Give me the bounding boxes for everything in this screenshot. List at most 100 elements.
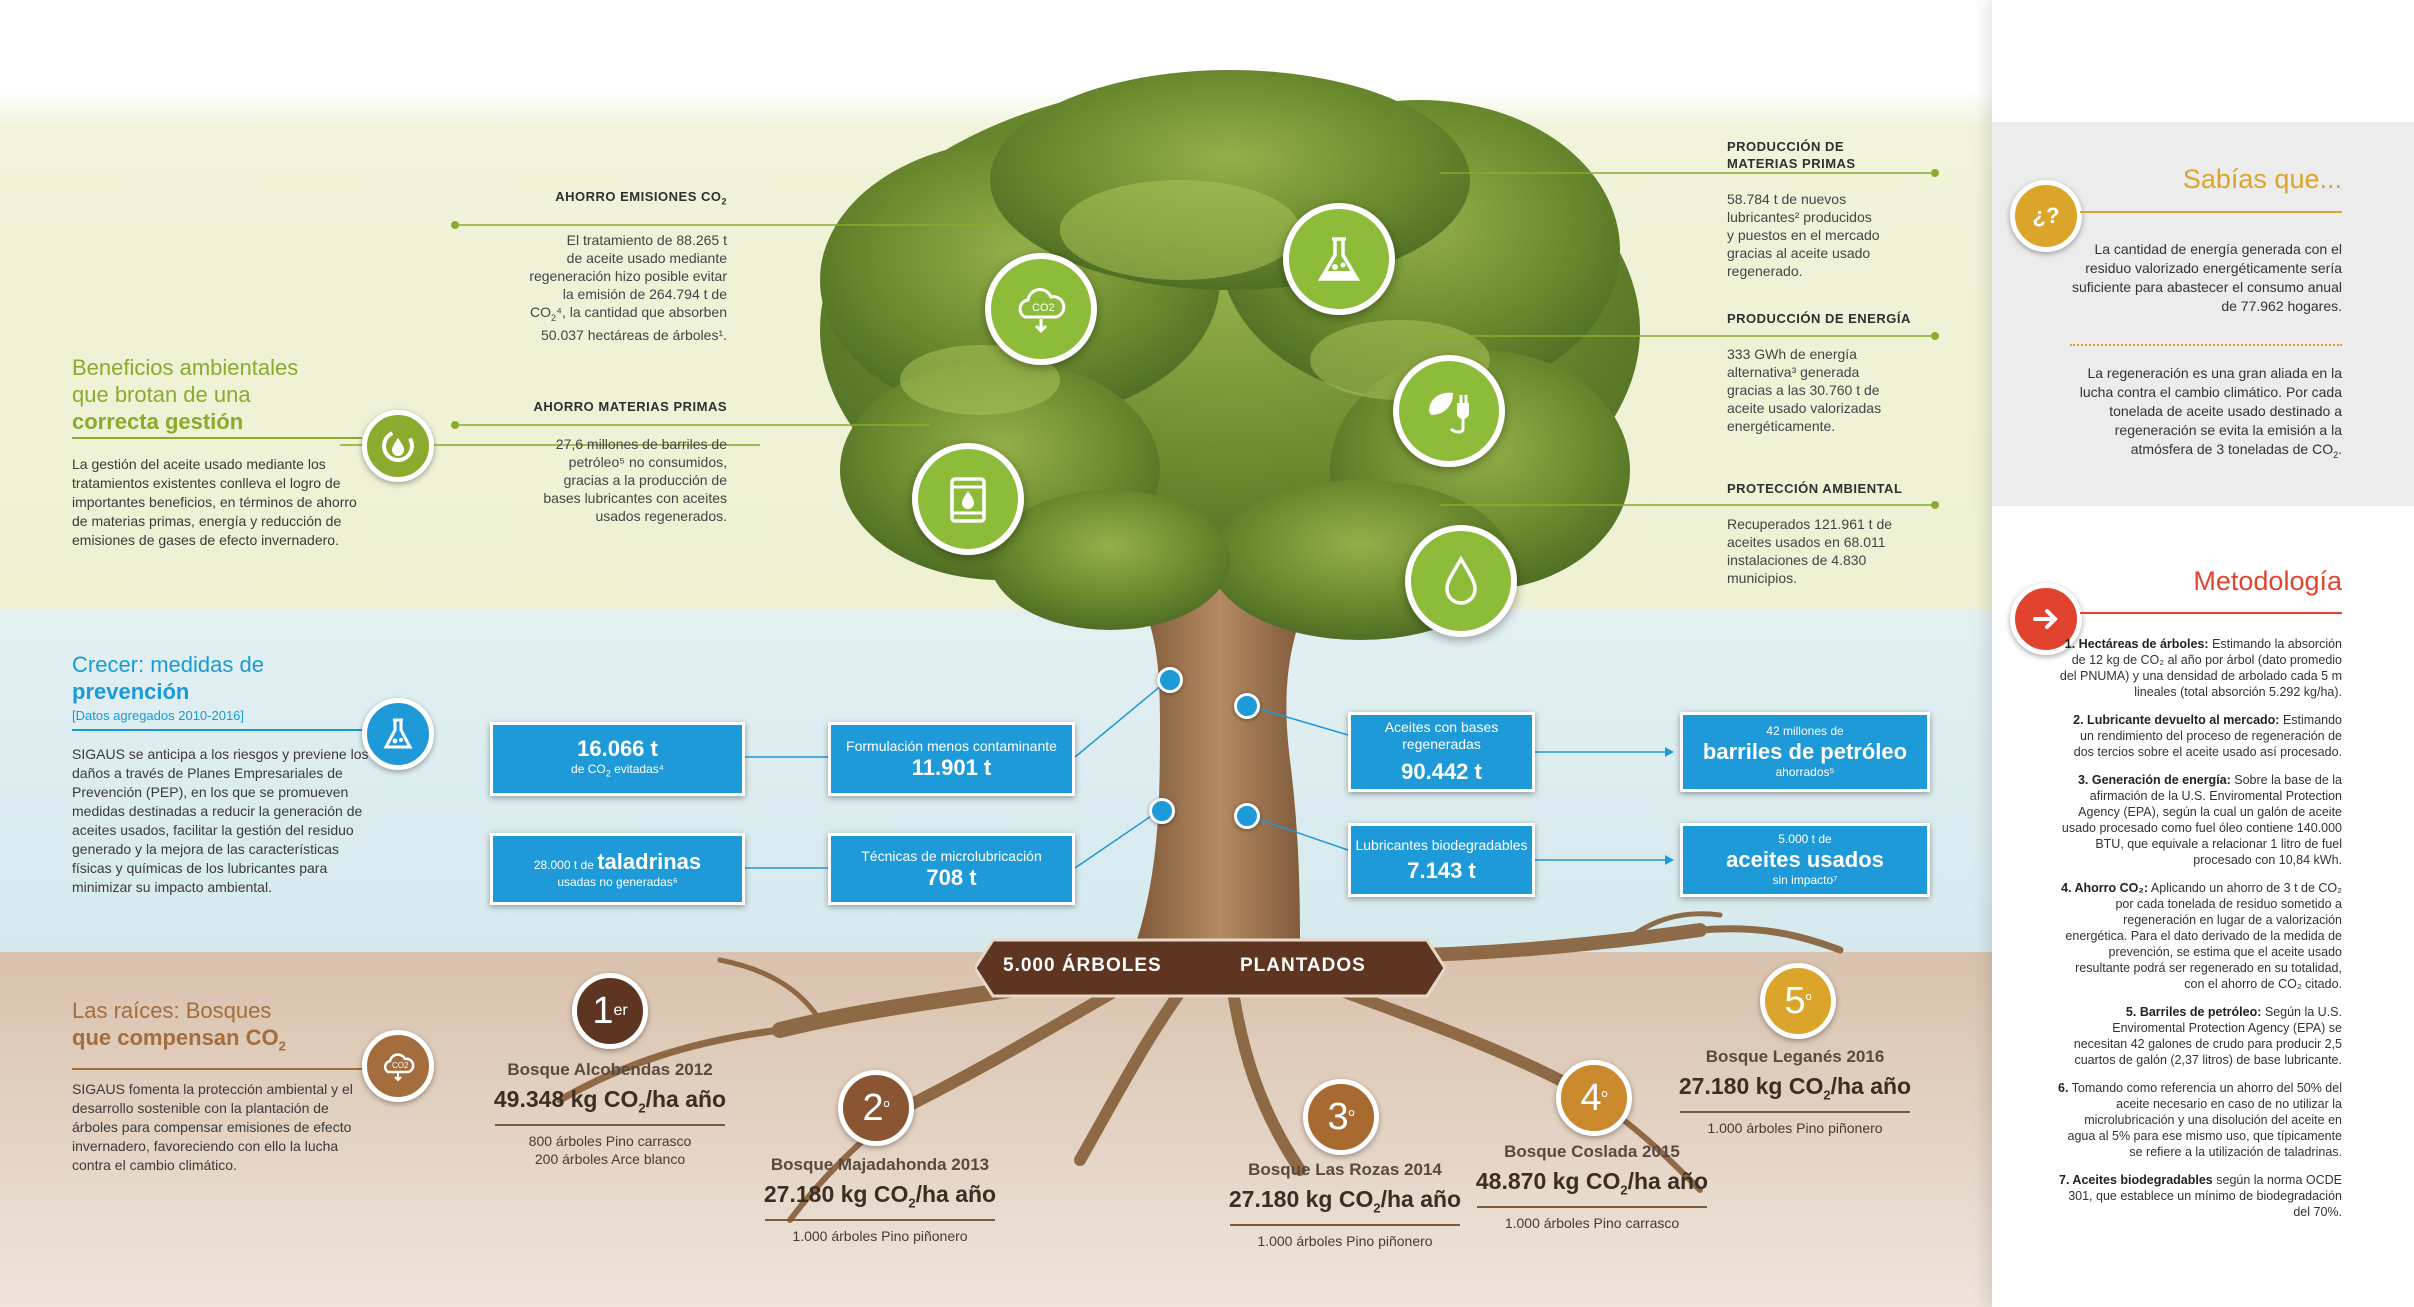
metodologia-item-text: Según la U.S. Enviromental Protection Ag…: [2073, 1005, 2342, 1067]
tecnicas-value: 708 t: [926, 864, 977, 890]
co2-evitadas-caption-a: de CO: [571, 762, 606, 777]
leaf-plug-icon: [1393, 355, 1505, 467]
ahorro-emisiones-header-sub: 2: [721, 196, 727, 207]
produccion-materias-line5: regenerado.: [1727, 263, 1803, 279]
forest-name: Bosque Alcobendas 2012: [507, 1060, 713, 1079]
forest-leganes: Bosque Leganés 2016 27.180 kg CO2/ha año…: [1650, 1047, 1940, 1137]
ahorro-emisiones-line5b: ⁴, la cantidad que absorben: [555, 303, 727, 320]
barriles-box: 42 millones de barriles de petróleo ahor…: [1680, 712, 1930, 792]
metodologia-item: 2. Lubricante devuelto al mercado: Estim…: [2058, 712, 2342, 760]
metodologia-item-head: 3. Generación de energía:: [2077, 773, 2231, 787]
metodologia-item-text: Estimando un rendimiento del proceso de …: [2073, 713, 2342, 759]
beneficios-body: La gestión del aceite usado mediante los…: [72, 456, 357, 548]
forest-badge-sup: º: [1601, 1089, 1608, 1106]
crecer-title-line1: Crecer: medidas de: [72, 652, 264, 677]
forest-divider: [1680, 1110, 1910, 1113]
forest-value-end: /ha año: [1830, 1073, 1912, 1099]
metodologia-item-text: Aplicando un ahorro de 3 t de CO₂ por ca…: [2065, 881, 2342, 991]
produccion-energia-header: PRODUCCIÓN DE ENERGÍA: [1727, 311, 1911, 326]
produccion-energia-line2: alternativa³ generada: [1727, 364, 1860, 380]
beneficios-title: Beneficios ambientales que brotan de una…: [72, 354, 372, 435]
ahorro-emisiones-line1: El tratamiento de 88.265 t: [566, 231, 727, 248]
forest-value-sub: 2: [1823, 1087, 1831, 1103]
raices-title-line2: que compensan CO: [72, 1025, 279, 1050]
flask-icon: [1283, 203, 1395, 315]
forest-badge-number: 4: [1580, 1076, 1602, 1119]
aceites-bases-label: Aceites con bases regeneradas: [1384, 719, 1499, 752]
arboles-banner: [975, 938, 1445, 998]
formulacion-label: Formulación menos contaminante: [846, 737, 1057, 754]
formulacion-value: 11.901 t: [911, 754, 992, 780]
taladrinas-big: taladrinas: [597, 848, 702, 874]
crecer-subtitle: [Datos agregados 2010-2016]: [72, 708, 245, 723]
sabias-paragraph-2: La regeneración es una gran aliada en la…: [2070, 364, 2342, 465]
forest-trees-line1: 1.000 árboles Pino carrasco: [1504, 1214, 1680, 1231]
taladrinas-prefix: 28.000 t de: [533, 857, 598, 872]
produccion-materias-line4: gracias al aceite usado: [1727, 245, 1871, 261]
sabias-paragraph-2a: La regeneración es una gran aliada en la…: [2079, 365, 2342, 457]
forest-divider: [495, 1123, 725, 1126]
metodologia-item: 5. Barriles de petróleo: Según la U.S. E…: [2058, 1004, 2342, 1068]
water-drop-icon: [1405, 525, 1517, 637]
barriles-top: 42 millones de: [1766, 724, 1844, 738]
proteccion-line1: Recuperados 121.961 t de: [1727, 516, 1893, 532]
produccion-materias-header-line2: MATERIAS PRIMAS: [1727, 156, 1856, 171]
proteccion-line2: aceites usados en 68.011: [1727, 534, 1886, 550]
lubricantes-bio-label: Lubricantes biodegradables: [1355, 836, 1528, 853]
proteccion-line3: instalaciones de 4.830: [1727, 552, 1867, 568]
produccion-energia-line1: 333 GWh de energía: [1727, 346, 1857, 362]
raices-title-sub: 2: [278, 1038, 286, 1054]
beneficios-rule: [72, 437, 362, 439]
co2-evitadas-caption-b: evitadas⁴: [610, 762, 664, 777]
aceites-bases-value: 90.442 t: [1401, 759, 1482, 784]
metodologia-item: 6. Tomando como referencia un ahorro del…: [2058, 1080, 2342, 1160]
forest-trees-line1: 1.000 árboles Pino piñonero: [792, 1227, 968, 1244]
metodologia-item-head: 7. Aceites biodegradables: [2059, 1173, 2213, 1187]
metodologia-item: 1. Hectáreas de árboles: Estimando la ab…: [2058, 636, 2342, 700]
roots-band: [0, 952, 2000, 1307]
forest-value-sub: 2: [1620, 1182, 1628, 1198]
forest-name: Bosque Leganés 2016: [1705, 1047, 1885, 1066]
recycle-drop-icon: [362, 410, 434, 482]
trunk-connector-dot: [1157, 667, 1183, 693]
sabias-paragraph-2b: .: [2338, 441, 2342, 457]
metodologia-item: 7. Aceites biodegradables según la norma…: [2058, 1172, 2342, 1220]
forest-badge-number: 1: [592, 989, 614, 1032]
forest-name: Bosque Coslada 2015: [1504, 1142, 1680, 1161]
ahorro-materias-line4: bases lubricantes con aceites: [543, 490, 727, 506]
trunk-connector-dot: [1234, 693, 1260, 719]
forest-divider: [765, 1218, 995, 1221]
forest-value-end: /ha año: [1627, 1168, 1709, 1194]
forest-value: 49.348 kg CO: [493, 1086, 639, 1112]
crecer-body: SIGAUS se anticipa a los riesgos y previ…: [72, 746, 369, 895]
proteccion-block: PROTECCIÓN AMBIENTAL Recuperados 121.961…: [1727, 480, 1967, 587]
aceites-usados-caption: sin impacto⁷: [1772, 873, 1838, 887]
trunk-connector-dot: [1234, 803, 1260, 829]
forest-value: 27.180 kg CO: [1228, 1186, 1374, 1212]
co2-evitadas-caption-sub: 2: [605, 768, 611, 779]
forest-alcobendas: Bosque Alcobendas 2012 49.348 kg CO2/ha …: [470, 1060, 750, 1168]
metodologia-item-head: 4. Ahorro CO₂:: [2061, 881, 2149, 895]
forest-value-sub: 2: [1373, 1200, 1381, 1216]
oil-barrel-icon: [912, 443, 1024, 555]
question-icon: ¿?: [2010, 180, 2082, 252]
taladrinas-box: 28.000 t de taladrinas usadas no generad…: [490, 833, 745, 905]
crecer-title-line2: prevención: [72, 679, 190, 704]
forest-majadahonda: Bosque Majadahonda 2013 27.180 kg CO2/ha…: [735, 1155, 1025, 1245]
forest-name: Bosque Las Rozas 2014: [1248, 1160, 1442, 1179]
forest-badge-number: 3: [1327, 1095, 1349, 1138]
forest-coslada: Bosque Coslada 2015 48.870 kg CO2/ha año…: [1447, 1142, 1737, 1232]
svg-text:CO2: CO2: [1032, 302, 1055, 314]
trunk: [1110, 530, 1330, 960]
ahorro-emisiones-block: AHORRO EMISIONES CO2 El tratamiento de 8…: [440, 188, 727, 344]
forest-badge-number: 5: [1784, 979, 1806, 1022]
ahorro-emisiones-line6: 50.037 hectáreas de árboles¹.: [540, 327, 727, 344]
co2-evitadas-value: 16.066 t: [577, 736, 658, 762]
ahorro-materias-line3: gracias a la producción de: [563, 472, 727, 488]
metodologia-item-head: 1. Hectáreas de árboles:: [2064, 637, 2209, 651]
forest-value-end: /ha año: [915, 1181, 997, 1207]
metodologia-item-head: 2. Lubricante devuelto al mercado:: [2073, 713, 2280, 727]
